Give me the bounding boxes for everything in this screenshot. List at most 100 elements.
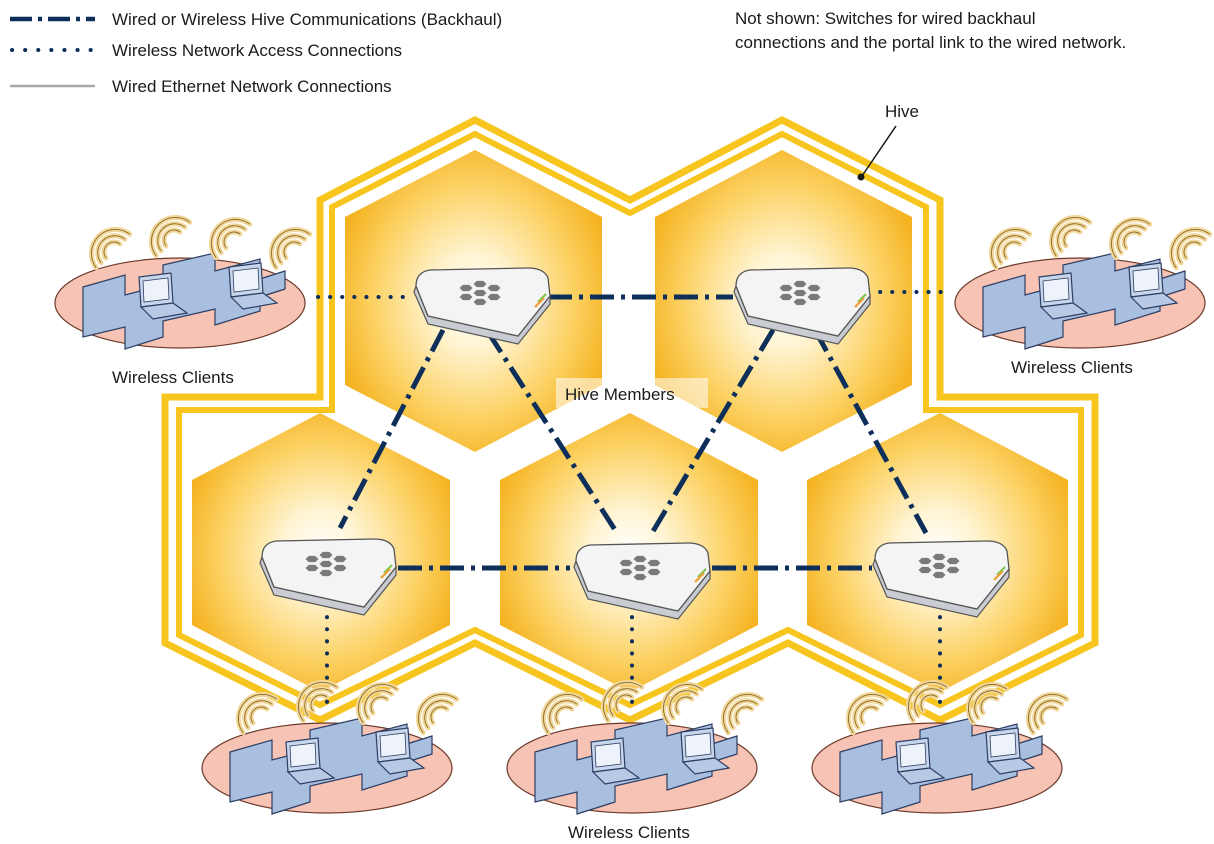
ap-logo-cell [793,289,807,297]
laptop-icon [138,272,189,320]
ap-logo-cell [487,284,501,292]
laptop-keyboard [229,292,279,310]
laptop-keyboard [139,302,189,320]
ap-logo-cell [333,555,347,563]
legend: Wired or Wireless Hive Communications (B… [10,10,502,96]
legend-item-wireless-access: Wireless Network Access Connections [10,41,402,60]
laptop-icon [895,737,946,785]
ap-logo-cell [932,553,946,561]
legend-wireless-access-label: Wireless Network Access Connections [112,41,402,60]
laptop-icon [375,727,426,775]
ap-logo-cell [779,284,793,292]
ap-led [996,566,1006,576]
ap-logo-cell [647,568,661,576]
wifi-signal-icon [295,679,340,724]
ap-logo-cell [793,280,807,288]
hive-boundary [161,116,1099,724]
hive-members-label-bg [556,378,708,408]
wifi-signal-icon [268,226,313,271]
hive-leader-dot [857,173,865,181]
note-line-2: connections and the portal link to the w… [735,33,1126,52]
legend-wired-ethernet-label: Wired Ethernet Network Connections [112,77,392,96]
ap-led [854,297,865,308]
hive-boundary-inner [176,130,1084,709]
ap-led [694,572,705,583]
laptop-keyboard [1039,302,1089,320]
ap-logo-cell [633,573,647,581]
laptop-keyboard [896,767,946,785]
ap-logo-cell [918,557,932,565]
ap-led [380,568,391,579]
backhaul-link [485,330,620,535]
laptop-icon [680,727,731,775]
laptop-keyboard [986,757,1036,775]
client-group-left [54,214,313,350]
wifi-signal-icon [660,681,705,726]
hive-label: Hive [885,102,919,121]
wifi-signal-icon [540,691,585,736]
access-point-top-left[interactable] [413,267,551,345]
laptop-display [684,732,712,758]
ap-logo-cell [459,293,473,301]
ap-led [383,564,393,574]
ap-logo-cell [932,571,946,579]
ap-logo-cell [946,557,960,565]
laptop-icon [228,262,279,310]
legend-item-wired-ethernet: Wired Ethernet Network Connections [10,77,392,96]
laptop-keyboard [1129,292,1179,310]
wifi-signal-icon [1048,214,1093,259]
laptop-display [289,742,317,768]
ap-logo-cell [619,559,633,567]
ap-logo-cell [473,280,487,288]
laptop-display [142,277,170,303]
ap-led [857,293,867,303]
laptop-display [379,732,407,758]
laptop-display [899,742,927,768]
hive-leader-line [861,125,897,177]
hive-members-label: Hive Members [565,385,675,404]
client-group-bottom-right [811,679,1070,815]
wifi-signal-icon [988,226,1033,271]
laptop-display [1132,267,1160,293]
access-point-bottom-left[interactable] [259,538,397,616]
legend-item-backhaul: Wired or Wireless Hive Communications (B… [10,10,502,29]
ap-logo-cell [619,568,633,576]
ap-logo-cell [319,569,333,577]
backhaul-links [337,294,929,571]
wifi-signal-icon [1168,226,1213,271]
ap-logo-cell [779,293,793,301]
hive-boundary-outer [161,116,1099,724]
ap-led [537,293,547,303]
wifi-signal-icon [1025,691,1070,736]
wireless-clients-label-left: Wireless Clients [112,368,234,387]
ap-logo-cell [487,293,501,301]
wireless-clients-label-right: Wireless Clients [1011,358,1133,377]
ap-logo-cell [918,566,932,574]
not-shown-note: Not shown: Switches for wired backhaul c… [735,9,1126,52]
ap-logo-cell [459,284,473,292]
ap-logo-cell [319,560,333,568]
backhaul-link [812,328,929,535]
client-groups [54,214,1213,815]
backhaul-link [337,328,446,530]
ap-logo-cell [946,566,960,574]
ap-logo-cell [319,551,333,559]
laptop-display [594,742,622,768]
access-point-bottom-right[interactable] [872,540,1010,618]
access-point-top-right[interactable] [733,267,871,345]
wifi-signal-icon [88,226,133,271]
client-group-right [954,214,1213,350]
ap-logo-cell [473,289,487,297]
wifi-signal-icon [905,679,950,724]
ap-logo-cell [807,293,821,301]
laptop-icon [590,737,641,785]
ap-logo-cell [793,298,807,306]
hive-members-label-group: Hive Members [556,378,708,408]
ap-logo-cell [932,562,946,570]
ap-logo-cell [807,284,821,292]
access-points [259,267,1010,620]
note-line-1: Not shown: Switches for wired backhaul [735,9,1035,28]
access-point-bottom-center[interactable] [573,542,711,620]
laptop-keyboard [681,757,731,775]
